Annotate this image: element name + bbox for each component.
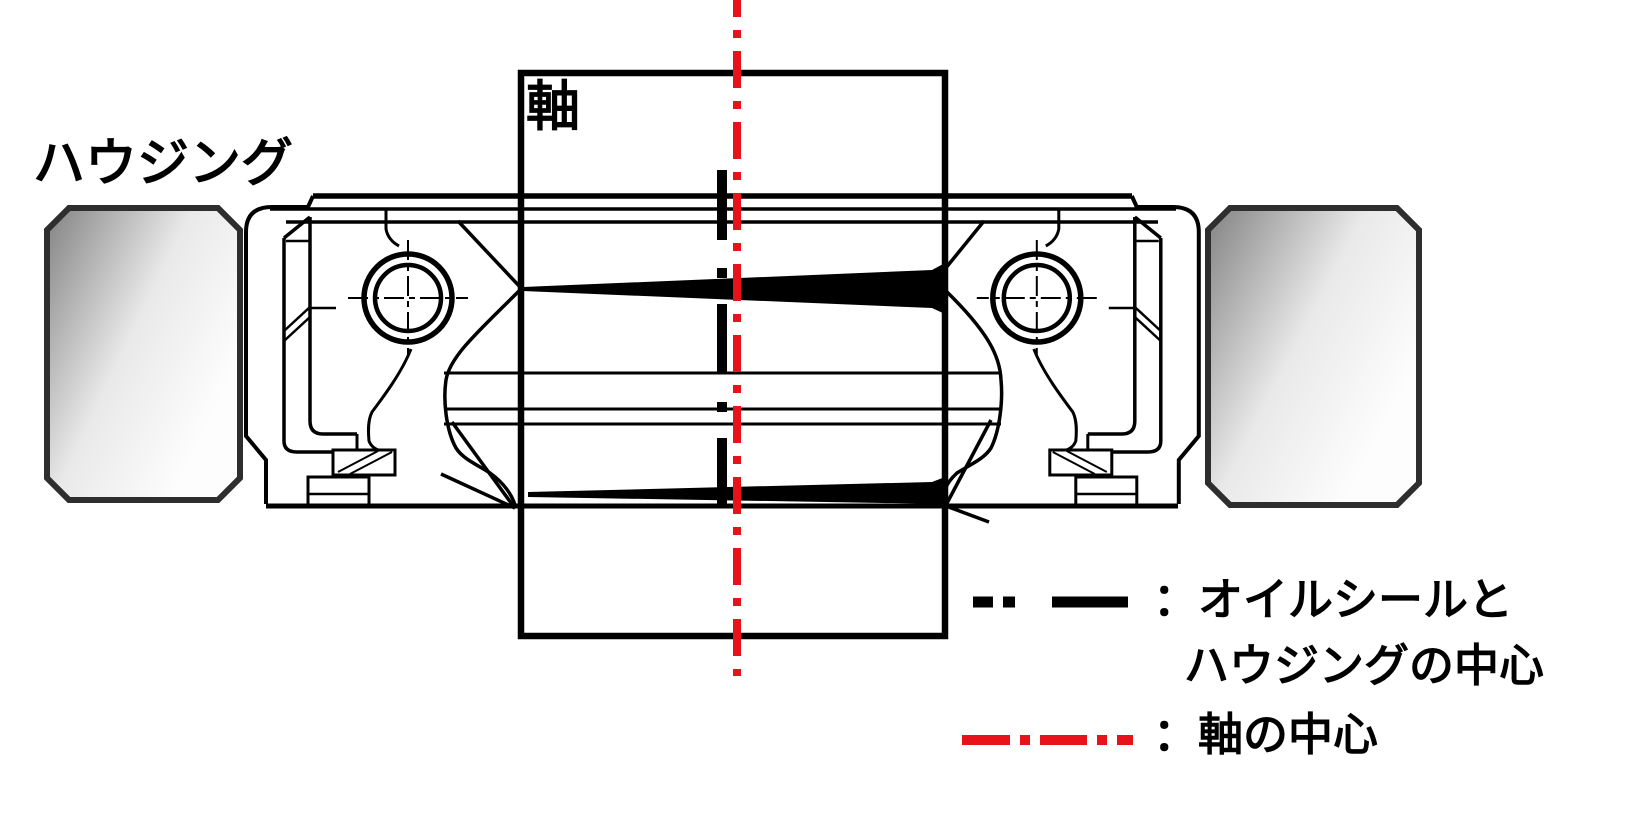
housing-label: ハウジング [33, 134, 294, 194]
seal-right-half [977, 196, 1199, 507]
right-lip-membrane [942, 289, 1004, 505]
left-lip-membrane [443, 288, 522, 506]
spring-pocket-wall [384, 209, 400, 248]
right-lip-upper-arm [943, 219, 986, 271]
housing-block-left [44, 205, 243, 503]
left-lip-upper-arm [456, 219, 523, 290]
metal-case-inner-wall [308, 217, 357, 436]
legend-seal-center-label-line1: ：オイルシールと [1153, 573, 1514, 626]
metal-case-top-chamfer [282, 215, 312, 240]
rubber-block-upper [331, 448, 397, 477]
case-hatch-mark [283, 306, 311, 332]
right-lower-lip-arm [944, 419, 993, 506]
rubber-hatch-mark [349, 451, 393, 475]
case-hatch-mark [283, 316, 311, 342]
left-lower-lip-tail [440, 472, 516, 510]
legend-shaft-center-label: ：軸の中心 [1153, 708, 1379, 761]
seal-outer-outline [244, 195, 315, 504]
rubber-block-lower [306, 475, 371, 509]
metal-case-outer-wall [282, 238, 357, 454]
housing-block-right [1205, 205, 1422, 508]
left-lower-lip-arm [450, 420, 516, 509]
rubber-membrane-inner [366, 348, 413, 453]
rubber-hatch-mark [337, 450, 379, 473]
shaft-label: 軸 [526, 75, 580, 138]
seal-left-half [244, 195, 468, 509]
right-lower-lip-tail [945, 504, 990, 524]
legend-seal-center-label-line2: ハウジングの中心 [1184, 639, 1545, 692]
